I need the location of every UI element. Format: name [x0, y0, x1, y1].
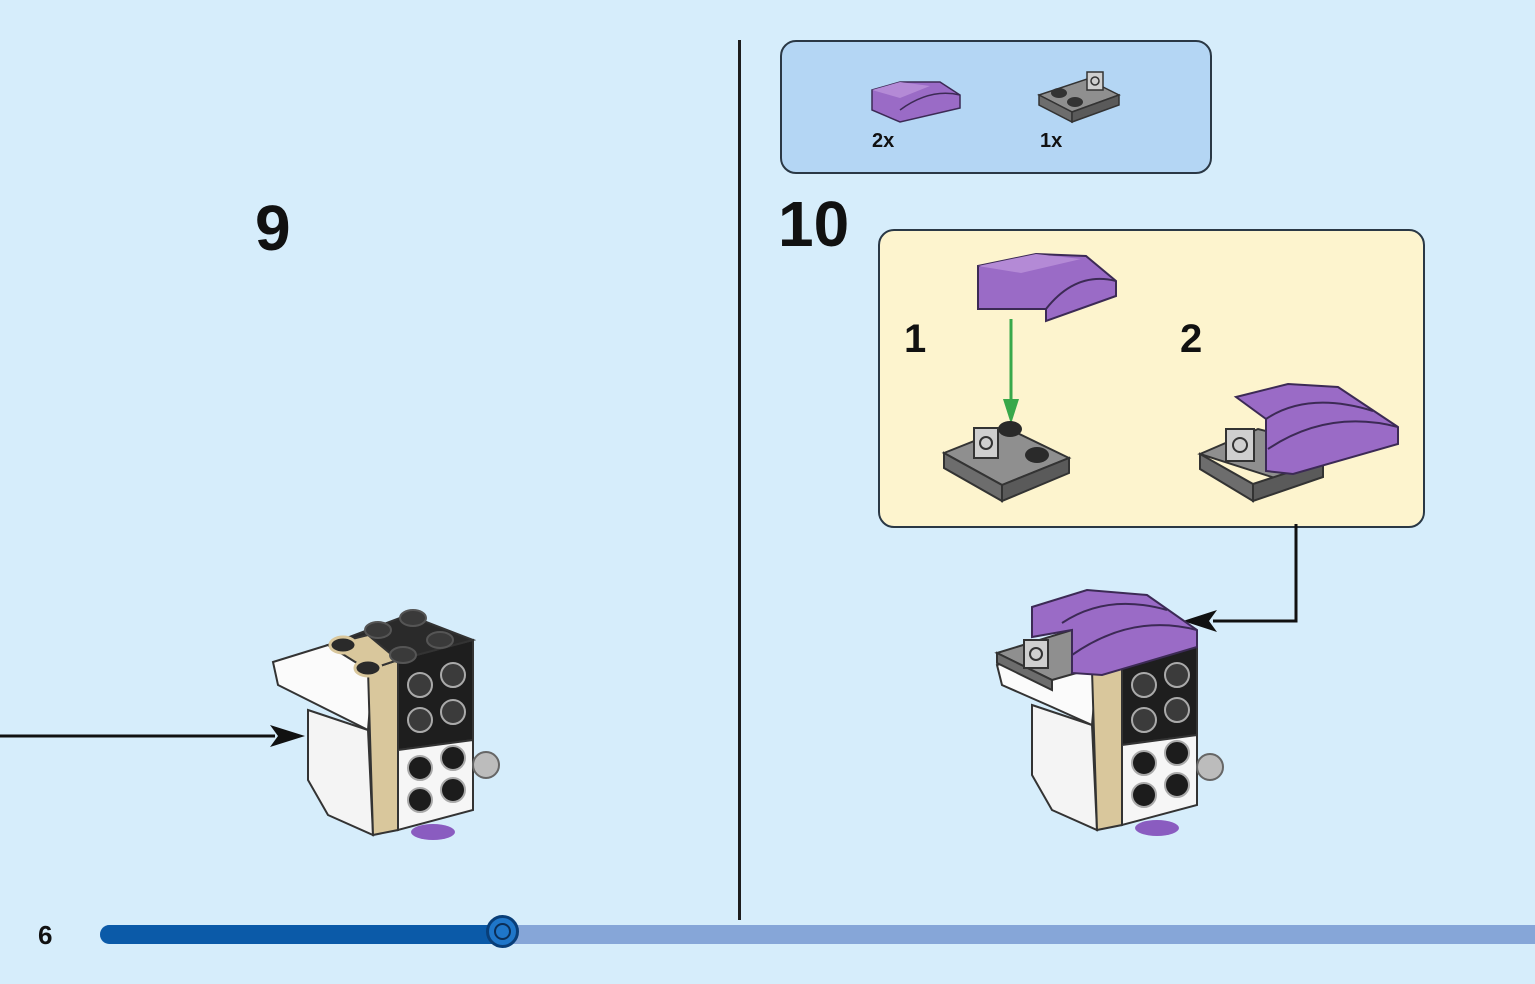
green-assembly-arrow [1003, 319, 1019, 424]
gray-plate-with-clip-piece-icon [1037, 71, 1121, 124]
step-10-model-image [994, 588, 1224, 836]
substep-1-purple-slope-image [977, 252, 1117, 323]
page-number: 6 [38, 920, 53, 950]
progress-fill [100, 925, 502, 944]
page-divider [738, 40, 741, 920]
progress-knob[interactable] [485, 915, 519, 948]
part-1-quantity: 2x [872, 130, 895, 152]
substep-2-combined-image [1197, 382, 1399, 503]
step-10-number: 10 [778, 188, 850, 260]
part-2-quantity: 1x [1040, 130, 1063, 152]
step-9-arrow [0, 725, 305, 747]
step-9-model-image [271, 609, 500, 840]
sub-assembly-box: 1 2 [878, 229, 1425, 528]
step-9-number: 9 [255, 192, 291, 264]
step-10-connector-arrow [1183, 524, 1298, 632]
substep-1-gray-plate-image [941, 421, 1072, 503]
parts-list-box: 2x 1x [780, 40, 1212, 174]
purple-curved-slope-piece-icon [871, 81, 961, 123]
substep-1-number: 1 [904, 317, 927, 361]
substep-2-number: 2 [1180, 317, 1203, 361]
